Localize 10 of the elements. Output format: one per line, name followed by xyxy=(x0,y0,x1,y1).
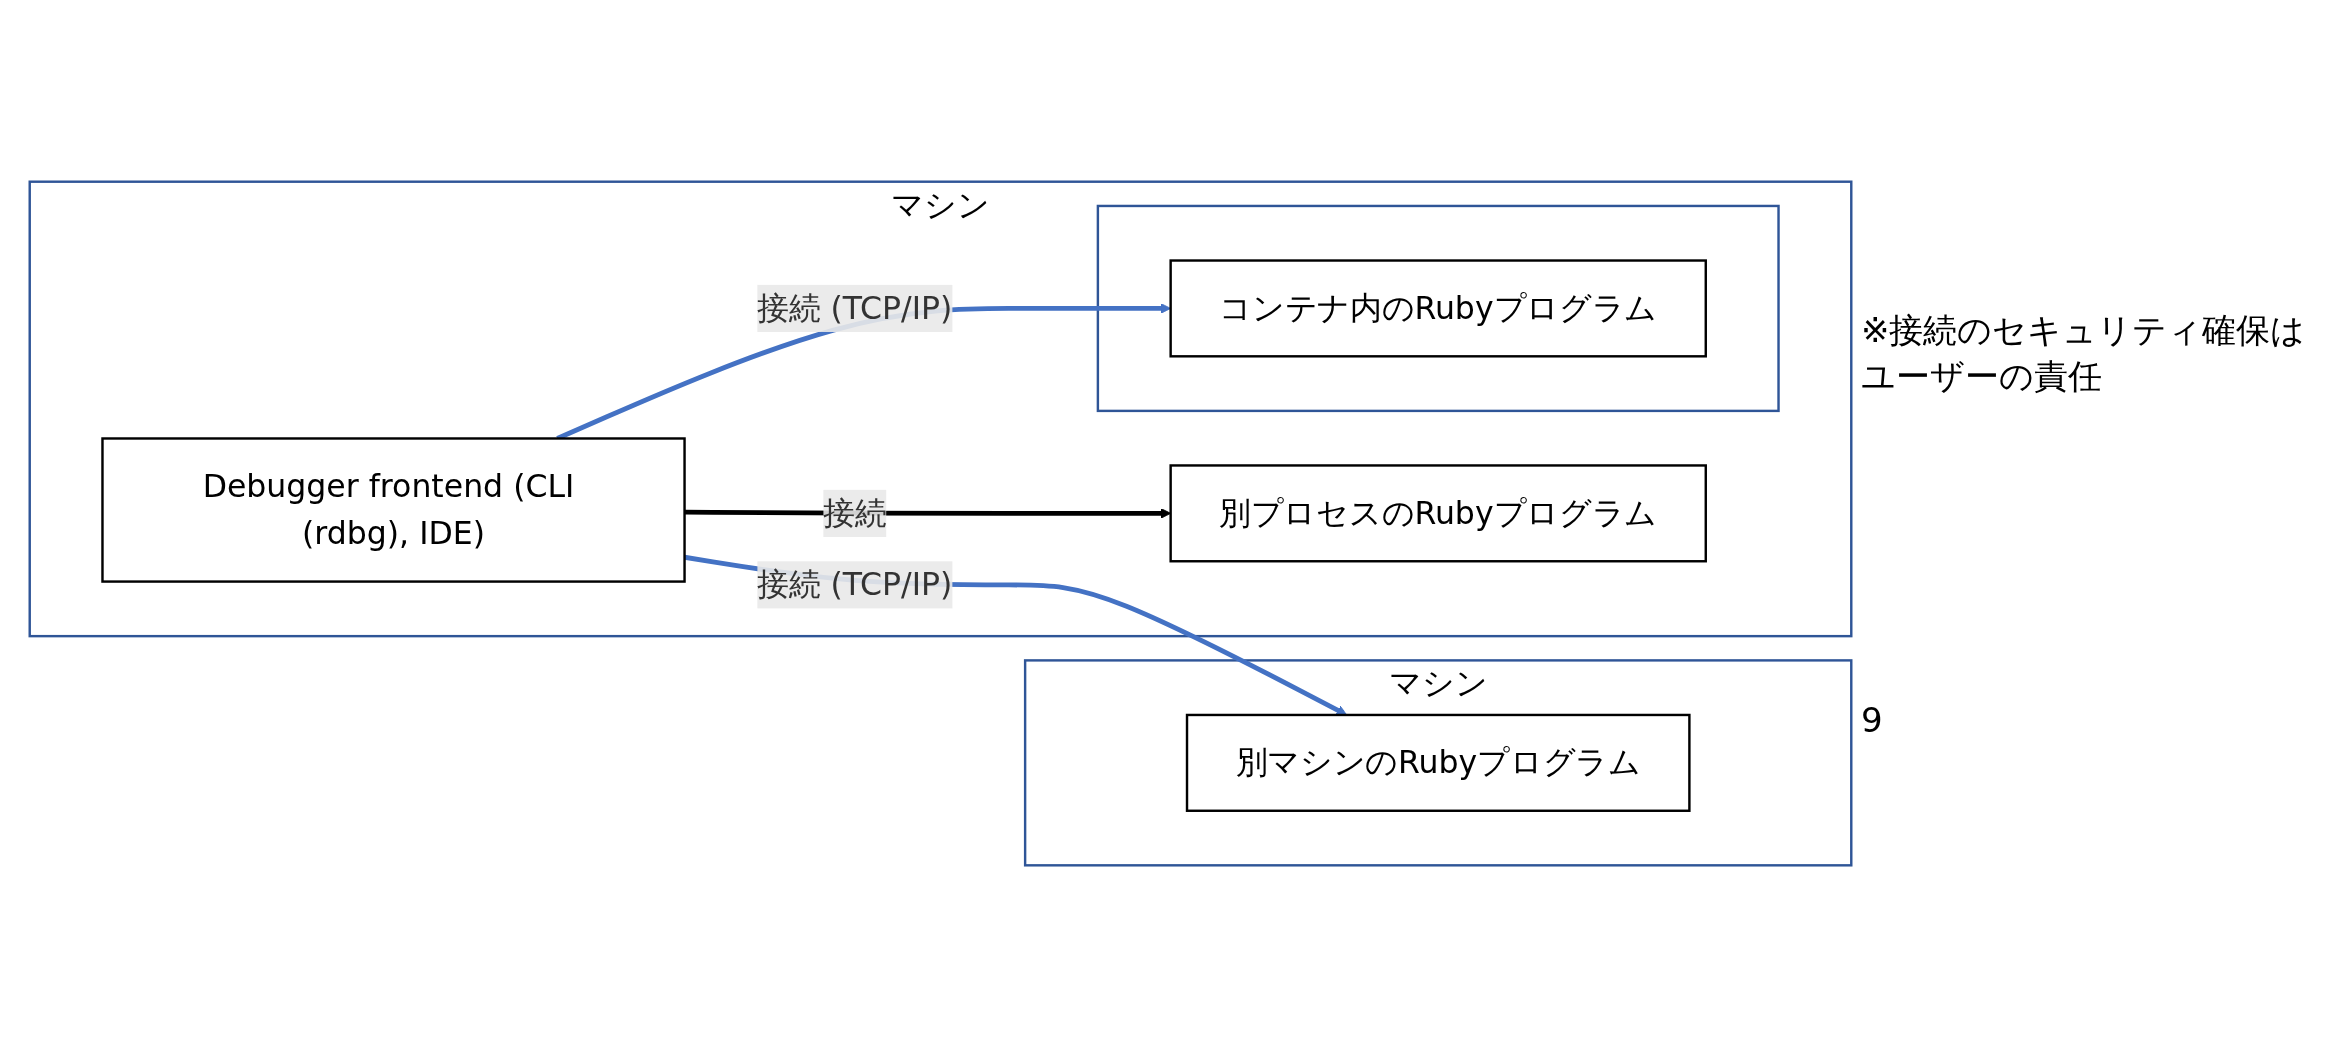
note-text: 9 xyxy=(1861,699,1884,740)
node-box: 別マシンのRubyプログラム xyxy=(1185,713,1691,812)
node-box: Debugger frontend (CLI (rdbg), IDE) xyxy=(101,437,686,583)
note-text: ※接続のセキュリティ確保はユーザーの責任 xyxy=(1861,308,2307,398)
edge-label: 接続 (TCP/IP) xyxy=(757,289,953,326)
edge-label: 接続 (TCP/IP) xyxy=(757,566,953,603)
node-box: コンテナ内のRubyプログラム xyxy=(1169,259,1707,358)
edge-label: 接続 xyxy=(823,494,887,531)
node-box: 別プロセスのRubyプログラム xyxy=(1169,464,1707,563)
cluster xyxy=(1096,204,1780,413)
